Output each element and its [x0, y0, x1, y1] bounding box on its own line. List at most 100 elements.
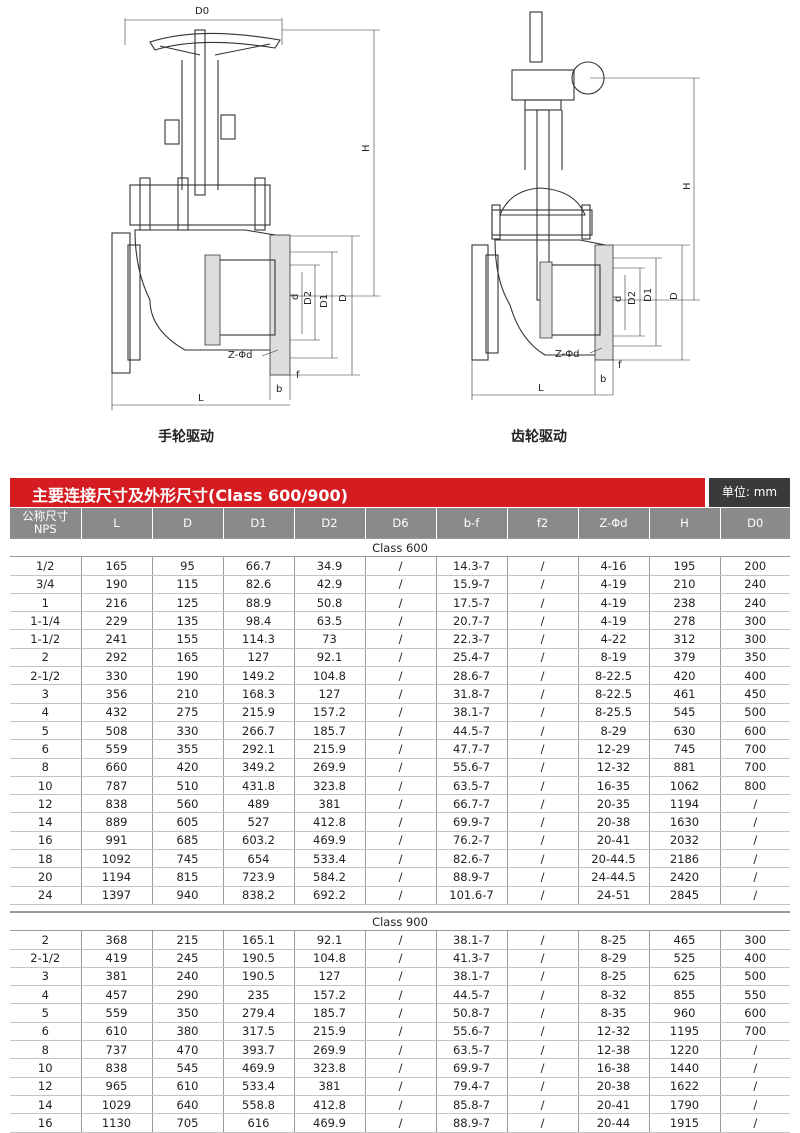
table-cell: 50.8-7	[436, 1003, 508, 1023]
table-cell: 640	[152, 1095, 224, 1115]
table-cell: 24	[10, 886, 82, 905]
table-cell: /	[507, 1058, 579, 1078]
table-cell: /	[365, 666, 437, 686]
table-cell: 457	[81, 985, 153, 1005]
table-cell: 6	[10, 739, 82, 759]
table-cell: 723.9	[223, 867, 295, 887]
table-cell: 88.9-7	[436, 867, 508, 887]
table-cell: 469.9	[294, 831, 366, 851]
dimension-table: 公称尺寸 NPS L D D1 D2 D6 b-f f2 Z-Φd H D0 C…	[10, 508, 790, 1133]
table-cell: 279.4	[223, 1003, 295, 1023]
label-f-gear: f	[618, 360, 622, 371]
header-d1: D1	[223, 508, 295, 539]
table-cell: /	[365, 629, 437, 649]
table-cell: /	[720, 812, 790, 832]
table-cell: 4	[10, 703, 82, 722]
table-cell: 855	[649, 985, 721, 1005]
label-z-phi-d-gear: Z-Φd	[555, 349, 580, 360]
table-cell: 1790	[649, 1095, 721, 1115]
table-cell: 10	[10, 776, 82, 796]
table-cell: 8-35	[578, 1003, 650, 1023]
table-cell: 737	[81, 1040, 153, 1060]
table-cell: 200	[720, 556, 790, 576]
table-cell: 700	[720, 758, 790, 777]
table-cell: 20-35	[578, 794, 650, 814]
table-cell: /	[365, 593, 437, 613]
table-cell: /	[365, 556, 437, 576]
table-cell: 4-16	[578, 556, 650, 576]
table-cell: /	[507, 611, 579, 631]
table-cell: 278	[649, 611, 721, 631]
table-cell: 42.9	[294, 575, 366, 594]
table-cell: 240	[720, 593, 790, 613]
table-cell: 300	[720, 611, 790, 631]
table-cell: /	[507, 1113, 579, 1133]
table-cell: 787	[81, 776, 153, 796]
table-cell: 12-32	[578, 1022, 650, 1042]
table-cell: 1029	[81, 1095, 153, 1115]
table-cell: /	[720, 831, 790, 851]
table-cell: 55.6-7	[436, 758, 508, 777]
header-nps: 公称尺寸 NPS	[10, 508, 82, 539]
table-cell: 1092	[81, 849, 153, 869]
label-d-bore: d	[290, 294, 301, 300]
table-cell: /	[507, 812, 579, 832]
table-cell: /	[507, 666, 579, 686]
table-cell: 560	[152, 794, 224, 814]
table-cell: 600	[720, 721, 790, 741]
table-cell: 292.1	[223, 739, 295, 759]
label-d-outer: D	[338, 294, 349, 302]
table-cell: 8-25	[578, 967, 650, 987]
table-cell: 44.5-7	[436, 721, 508, 741]
table-cell: 965	[81, 1077, 153, 1096]
table-cell: 1440	[649, 1058, 721, 1078]
table-cell: /	[365, 1058, 437, 1078]
section-title: Class 600	[10, 537, 790, 558]
table-cell: 745	[649, 739, 721, 759]
label-d-outer-gear: D	[669, 292, 680, 300]
table-cell: /	[507, 1022, 579, 1042]
table-cell: /	[365, 867, 437, 887]
table-cell: 419	[81, 949, 153, 968]
table-cell: 330	[81, 666, 153, 686]
table-cell: 14.3-7	[436, 556, 508, 576]
table-cell: 25.4-7	[436, 648, 508, 668]
table-cell: 2845	[649, 886, 721, 905]
table-cell: /	[507, 684, 579, 704]
header-l: L	[81, 508, 153, 539]
table-cell: 469.9	[223, 1058, 295, 1078]
table-cell: 14	[10, 1095, 82, 1115]
table-cell: /	[507, 739, 579, 759]
table-cell: 88.9	[223, 593, 295, 613]
table-cell: 1	[10, 593, 82, 613]
table-cell: 12-29	[578, 739, 650, 759]
table-cell: /	[507, 867, 579, 887]
table-title-block: 主要连接尺寸及外形尺寸(Class 600/900)	[10, 478, 705, 507]
table-cell: /	[365, 831, 437, 851]
header-d2: D2	[294, 508, 366, 539]
table-cell: 381	[81, 967, 153, 987]
table-cell: 500	[720, 967, 790, 987]
table-cell: /	[720, 886, 790, 905]
table-cell: 22.3-7	[436, 629, 508, 649]
section-row: Class 900	[10, 911, 790, 932]
table-cell: 20-38	[578, 1077, 650, 1096]
table-cell: /	[507, 831, 579, 851]
table-cell: 69.9-7	[436, 812, 508, 832]
header-h: H	[649, 508, 721, 539]
table-cell: 510	[152, 776, 224, 796]
table-cell: 1/2	[10, 556, 82, 576]
table-cell: /	[720, 794, 790, 814]
table-cell: 85.8-7	[436, 1095, 508, 1115]
table-cell: 700	[720, 1022, 790, 1042]
table-cell: /	[507, 629, 579, 649]
table-cell: 12	[10, 794, 82, 814]
table-cell: 654	[223, 849, 295, 869]
